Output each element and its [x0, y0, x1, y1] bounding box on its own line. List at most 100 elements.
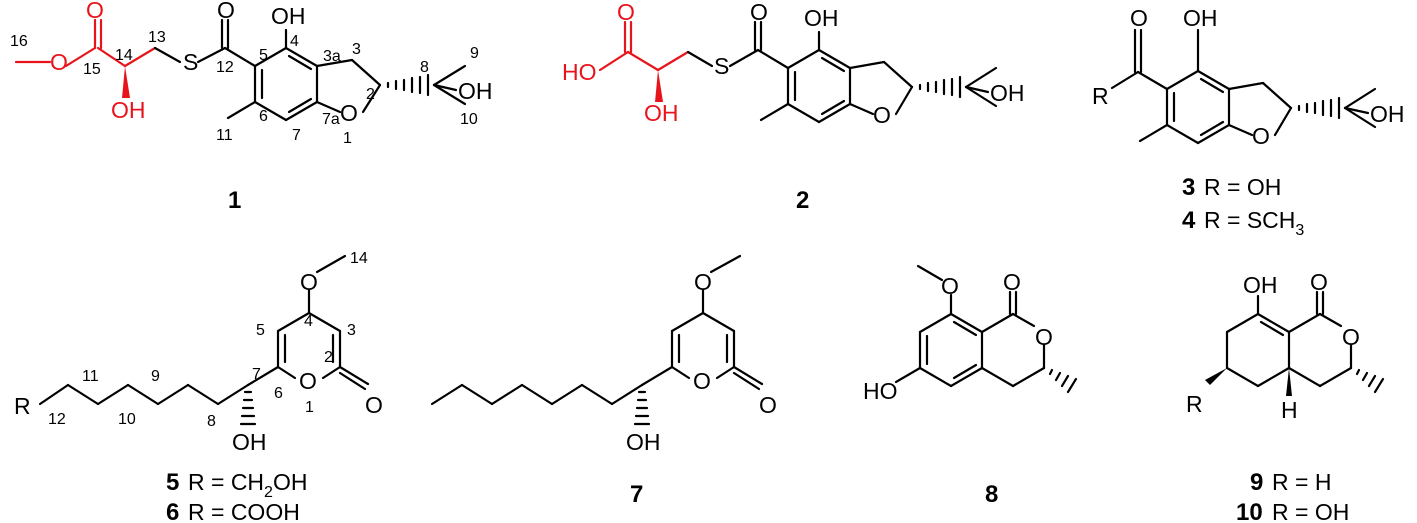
compound-8-structure: O O O HO 8 [863, 264, 1078, 508]
compound-5-locant-4: 4 [304, 313, 313, 330]
compound-3-4-structure: O R OH O OH 3 R = OH 4 R = SCH3 [1092, 5, 1405, 239]
compound-2-atom-O-carbonyl-acid: O [617, 0, 635, 25]
compound-5-6-atom-OH: OH [232, 429, 267, 455]
compound-1-locant-6: 6 [259, 108, 268, 125]
compound-8-atom-O-carbonyl: O [1003, 269, 1021, 295]
compound-7-atom-O-ring: O [693, 368, 711, 394]
compound-5-locant-12: 12 [48, 411, 66, 428]
compound-9-caption: R = H [1272, 469, 1331, 495]
compound-5-6-atom-O-carbonyl: O [365, 392, 383, 418]
compound-9-10-atom-O-carbonyl: O [1310, 269, 1328, 295]
compound-7-label: 7 [630, 481, 643, 508]
compound-5-locant-7: 7 [252, 366, 261, 383]
compound-2-structure: O HO OH S O OH O OH 2 [562, 0, 1025, 214]
compound-4-caption-subscript: 3 [1295, 222, 1304, 239]
compound-1-atom-OH-8: OH [458, 78, 493, 104]
compound-5-locant-6: 6 [274, 385, 283, 402]
compound-2-label: 2 [796, 187, 809, 214]
compound-10-label: 10 [1236, 499, 1263, 523]
compound-5-caption-tail: OH [273, 469, 308, 495]
compound-1-locant-9: 9 [470, 45, 479, 62]
compound-7-atom-O-methoxy: O [694, 269, 712, 295]
compound-1-locant-13: 13 [148, 29, 166, 46]
compound-9-10-atom-R: R [1186, 391, 1203, 417]
compound-7-structure: O O O OH 7 [430, 254, 777, 508]
compound-1-label: 1 [228, 187, 241, 214]
compound-1-locant-11: 11 [216, 127, 233, 144]
compound-2-atom-OH-tert: OH [990, 80, 1025, 106]
compound-5-locant-11: 11 [82, 368, 99, 385]
compound-5-locant-8: 8 [207, 413, 216, 430]
compound-7-hashed-bond [633, 390, 651, 426]
compound-5-locant-3: 3 [347, 322, 356, 339]
compound-9-10-structure: OH O O R H 9 R = H 10 R = OH [1186, 269, 1385, 523]
compound-5-caption-subscript: 2 [264, 484, 273, 501]
compound-1-locant-4: 4 [290, 33, 299, 50]
compound-6-caption: R = COOH [188, 499, 300, 523]
compound-5-locant-10: 10 [118, 411, 136, 428]
compound-2-atom-O-ring: O [873, 102, 891, 128]
compound-2-atom-S: S [714, 53, 729, 79]
compound-7-atom-O-carbonyl: O [759, 392, 777, 418]
compound-1-locant-7a: 7a [322, 111, 340, 128]
compound-3-caption: R = OH [1204, 174, 1281, 200]
compound-9-10-hashed-bond [1355, 368, 1385, 394]
compound-5-6-hashed-bond [239, 390, 257, 426]
compound-5-locant-9: 9 [151, 368, 160, 385]
compound-8-label: 8 [985, 481, 998, 508]
compound-9-10-atom-O-ring: O [1342, 324, 1360, 350]
compound-5-caption-main: R = CH [188, 469, 264, 495]
compound-1-atom-O-thioester: O [217, 0, 235, 23]
compound-9-10-atom-H: H [1281, 397, 1298, 423]
compound-6-label: 6 [166, 499, 179, 523]
compound-8-atom-O-methoxy: O [941, 273, 959, 299]
compound-1-atom-OH-14: OH [111, 97, 146, 123]
compound-1-locant-2: 2 [366, 86, 375, 103]
compound-1-locant-1: 1 [343, 130, 352, 147]
compound-9-label: 9 [1250, 469, 1263, 496]
compound-1-locant-3a: 3a [323, 48, 341, 65]
compound-2-atom-O-thioester: O [750, 0, 768, 25]
compound-1-locant-12: 12 [216, 59, 234, 76]
compound-5-locant-1: 1 [305, 399, 314, 416]
compound-1-atom-O-ester: O [50, 49, 68, 75]
compound-5-6-atom-R: R [14, 393, 31, 419]
compound-1-locant-15: 15 [83, 61, 101, 78]
compound-2-atom-OH-phenol: OH [804, 5, 839, 31]
compound-1-atom-O-carbonyl-ester: O [86, 0, 104, 23]
compound-2-hashed-bond [918, 75, 962, 99]
compound-1-red-fragment [14, 18, 157, 98]
compound-10-caption: R = OH [1272, 499, 1349, 523]
compound-5-6-structure: O O O OH R 14 4 5 3 2 12 11 10 9 8 7 6 1… [14, 250, 383, 523]
compound-1-atom-O-ring: O [340, 100, 358, 126]
compound-1-locant-14: 14 [115, 47, 133, 64]
compound-1-hashed-bond [386, 73, 430, 97]
compound-1-locant-5: 5 [259, 47, 268, 64]
compound-7-atom-OH: OH [626, 429, 661, 455]
compound-4-caption: R = SCH3 [1204, 207, 1304, 239]
compound-5-caption: R = CH2OH [188, 469, 307, 501]
compound-3-label: 3 [1182, 174, 1195, 201]
compound-5-label: 5 [166, 469, 179, 496]
compound-1-locant-3: 3 [352, 41, 361, 58]
compound-5-6-atom-O-methoxy: O [300, 269, 318, 295]
compound-1-atom-OH-4: OH [271, 3, 306, 29]
compound-5-locant-5: 5 [256, 322, 265, 339]
compound-2-atom-OH-alpha: OH [644, 100, 679, 126]
compound-1-locant-16: 16 [10, 33, 28, 50]
compound-1-locant-8: 8 [420, 59, 429, 76]
compound-3-4-atom-OH-phenol: OH [1183, 5, 1218, 31]
compound-3-4-hashed-bond [1297, 96, 1341, 120]
compound-1-locant-7: 7 [292, 127, 301, 144]
compound-4-caption-main: R = SCH [1204, 207, 1295, 233]
compound-3-4-atom-R: R [1092, 83, 1109, 109]
compound-5-locant-14: 14 [350, 250, 368, 267]
compound-8-hashed-bond [1048, 368, 1078, 394]
compound-5-6-atom-O-ring: O [299, 368, 317, 394]
compound-2-atom-HO-acid: HO [562, 59, 597, 85]
compound-1-locant-10: 10 [460, 111, 478, 128]
compound-1-structure: O O OH S O OH O OH 16 15 14 13 12 5 4 3a… [10, 0, 493, 214]
compound-9-10-atom-OH: OH [1243, 272, 1278, 298]
compound-1-atom-S: S [183, 49, 198, 75]
